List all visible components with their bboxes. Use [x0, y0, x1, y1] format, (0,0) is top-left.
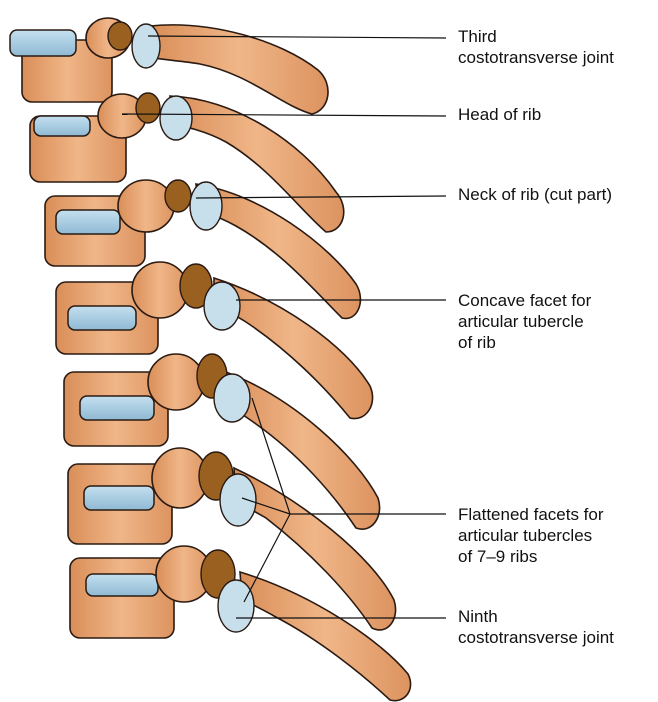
label-line: Ninth — [458, 606, 614, 627]
costotransverse-facet — [190, 182, 222, 230]
pedicle — [148, 354, 204, 410]
intervertebral-disc — [68, 306, 136, 330]
label-line: articular tubercle — [458, 311, 591, 332]
label-neck-of-rib: Neck of rib (cut part) — [458, 184, 612, 205]
intervertebral-disc — [86, 574, 158, 596]
label-line: costotransverse joint — [458, 47, 614, 68]
costotransverse-facet — [218, 580, 254, 632]
label-line: articular tubercles — [458, 525, 604, 546]
label-line: Third — [458, 26, 614, 47]
label-line: Head of rib — [458, 104, 541, 125]
rib-head-facet — [165, 180, 191, 212]
costotransverse-facet — [204, 282, 240, 330]
pedicle — [118, 180, 174, 232]
intervertebral-disc — [10, 30, 76, 56]
label-third-costotransverse-joint: Third costotransverse joint — [458, 26, 614, 68]
label-line: Neck of rib (cut part) — [458, 184, 612, 205]
rib-head-facet — [108, 22, 132, 50]
costotransverse-facet — [132, 24, 160, 68]
label-head-of-rib: Head of rib — [458, 104, 541, 125]
intervertebral-disc — [56, 210, 120, 234]
costotransverse-facet — [214, 374, 250, 422]
rib-head-facet — [136, 93, 160, 123]
label-concave-facet: Concave facet for articular tubercle of … — [458, 290, 591, 353]
label-line: Concave facet for — [458, 290, 591, 311]
label-ninth-costotransverse-joint: Ninth costotransverse joint — [458, 606, 614, 648]
intervertebral-disc — [84, 486, 154, 510]
label-line: of rib — [458, 332, 591, 353]
label-line: of 7–9 ribs — [458, 546, 604, 567]
label-line: costotransverse joint — [458, 627, 614, 648]
label-flattened-facets: Flattened facets for articular tubercles… — [458, 504, 604, 567]
intervertebral-disc — [34, 116, 90, 136]
intervertebral-disc — [80, 396, 154, 420]
label-line: Flattened facets for — [458, 504, 604, 525]
costotransverse-facet — [220, 474, 256, 526]
costotransverse-facet — [160, 96, 192, 140]
